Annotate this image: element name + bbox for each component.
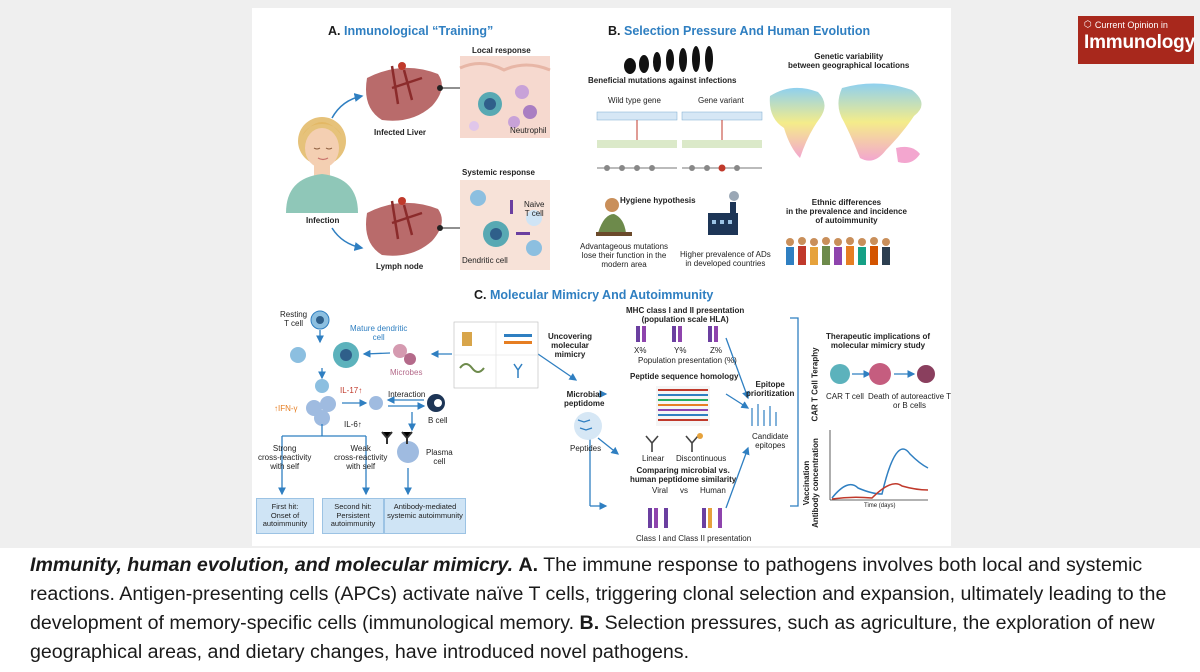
section-b-heading: Selection Pressure And Human Evolution bbox=[623, 24, 871, 38]
label-neutrophil: Neutrophil bbox=[510, 126, 547, 135]
label-gene-variant: Gene variant bbox=[698, 96, 744, 105]
journal-logo: ⬡ Current Opinion in Immunology bbox=[1078, 16, 1195, 64]
sequence-alignment bbox=[656, 386, 710, 426]
label-population: Population presentation (%) bbox=[638, 356, 737, 365]
label-interaction: Interaction bbox=[388, 390, 426, 399]
class-molecules bbox=[648, 508, 722, 528]
label-epitope: Epitope prioritization bbox=[746, 380, 795, 398]
caption-b-text: Selection pressures, such as agriculture… bbox=[30, 612, 1155, 663]
label-discontinuous: Discontinuous bbox=[676, 454, 727, 463]
label-cart: CAR T Cell Teraphy bbox=[810, 347, 820, 422]
systemic-response-tissue bbox=[460, 180, 550, 270]
figure-caption: Immunity, human evolution, and molecular… bbox=[30, 551, 1180, 667]
label-advantageous: Advantageous mutations lose their functi… bbox=[580, 242, 669, 269]
label-local-response: Local response bbox=[472, 46, 531, 55]
logo-line1: Current Opinion in bbox=[1094, 19, 1168, 30]
factory-icon bbox=[708, 191, 739, 235]
candidate-epitopes bbox=[751, 404, 777, 426]
label-beneficial-mutations: Beneficial mutations against infections bbox=[588, 76, 737, 85]
section-a-heading: Inmunological “Training” bbox=[343, 24, 494, 38]
box-antibody-mediated: Antibody-mediated systemic autoimmunity bbox=[384, 498, 466, 534]
label-homology: Peptide sequence homology bbox=[630, 372, 739, 381]
label-therapeutic: Therapeutic implications of molecular mi… bbox=[826, 332, 931, 350]
section-c-heading: Molecular Mimicry And Autoimmunity bbox=[489, 288, 714, 302]
label-infected-liver: Infected Liver bbox=[374, 128, 427, 137]
caption-a-text: The immune response to pathogens involve… bbox=[30, 554, 1167, 634]
caption-b-letter: B. bbox=[579, 612, 600, 634]
hygiene-person bbox=[596, 198, 632, 236]
label-mhc: MHC class I and II presentation (populat… bbox=[626, 306, 745, 324]
label-wild-type: Wild type gene bbox=[608, 96, 661, 105]
label-b-cell: B cell bbox=[428, 416, 448, 425]
label-time: Time (days) bbox=[864, 503, 896, 509]
label-ethnic-differences: Ethnic differences in the prevalence and… bbox=[786, 198, 907, 225]
section-c-title: C. Molecular Mimicry And Autoimmunity bbox=[474, 288, 713, 302]
label-x-percent: X% bbox=[634, 346, 647, 355]
vaccination-chart bbox=[829, 430, 929, 501]
label-microbes: Microbes bbox=[390, 368, 423, 377]
label-systemic-response: Systemic response bbox=[462, 168, 535, 177]
label-weak-cross: Weak cross-reactivity with self bbox=[334, 444, 388, 471]
label-cart-cell: CAR T cell bbox=[826, 392, 864, 401]
box-first-hit: First hit: Onset of autoimmunity bbox=[256, 498, 314, 534]
label-infection: Infection bbox=[306, 216, 340, 225]
label-linear: Linear bbox=[642, 454, 665, 463]
figure-illustration bbox=[278, 46, 935, 528]
gene-diagram-variant bbox=[681, 111, 763, 172]
section-b-letter: B. bbox=[608, 24, 621, 38]
car-t-diagram bbox=[830, 363, 935, 385]
label-y-percent: Y% bbox=[674, 346, 687, 355]
label-comparing: Comparing microbial vs. human peptidome … bbox=[630, 466, 737, 484]
box-second-hit: Second hit: Persistent autoimmunity bbox=[322, 498, 384, 534]
liver-lymph bbox=[366, 197, 442, 256]
hexagon-icon: ⬡ bbox=[1084, 19, 1092, 29]
logo-line2: Immunology bbox=[1084, 32, 1195, 53]
caption-a-letter: A. bbox=[518, 554, 539, 576]
logo-top-line: ⬡ Current Opinion in bbox=[1084, 19, 1188, 30]
label-peptides: Peptides bbox=[570, 444, 602, 453]
label-lymph-node: Lymph node bbox=[376, 262, 424, 271]
immune-cells-c bbox=[290, 310, 445, 463]
mimicry-panels bbox=[453, 321, 539, 389]
label-genetic-variability: Genetic variability between geographical… bbox=[788, 52, 910, 70]
world-map bbox=[769, 83, 922, 163]
evolution-silhouettes bbox=[624, 46, 713, 74]
label-classes: Class I and Class II presentation bbox=[636, 534, 752, 543]
label-resting-t-cell: Resting T cell bbox=[280, 310, 308, 328]
section-c-letter: C. bbox=[474, 288, 487, 302]
mhc-molecules bbox=[636, 326, 718, 342]
label-strong-cross: Strong cross-reactivity with self bbox=[258, 444, 312, 471]
people-row bbox=[786, 237, 890, 265]
label-plasma-cell: Plasma cell bbox=[426, 448, 453, 466]
label-higher-prevalence: Higher prevalence of ADs in developed co… bbox=[680, 250, 771, 268]
peptides-icon bbox=[574, 412, 602, 440]
local-response-tissue bbox=[459, 56, 551, 138]
label-z-percent: Z% bbox=[710, 346, 722, 355]
section-b-title: B. Selection Pressure And Human Evolutio… bbox=[608, 24, 870, 38]
label-il17: IL-17↑ bbox=[340, 386, 363, 395]
liver-infected bbox=[366, 62, 442, 121]
figure-panel: A. Inmunological “Training” B. Selection… bbox=[252, 8, 951, 546]
label-vaccination: Vaccination Antibody concentration bbox=[801, 438, 820, 528]
section-a-letter: A. bbox=[328, 24, 341, 38]
antibody-icons bbox=[645, 433, 703, 452]
section-a-title: A. Inmunological “Training” bbox=[328, 24, 493, 38]
label-microbial-peptidome: Microbial peptidome bbox=[564, 390, 605, 408]
gene-diagram-wild bbox=[596, 111, 678, 171]
label-viral: Viral bbox=[652, 486, 668, 495]
label-vs: vs bbox=[680, 486, 688, 495]
label-ifn: ↑IFN-γ bbox=[274, 404, 298, 413]
label-death: Death of autoreactive T or B cells bbox=[868, 392, 951, 410]
label-naive-t-cell: Naive T cell bbox=[524, 200, 545, 218]
label-mature-dendritic: Mature dendritic cell bbox=[350, 324, 408, 342]
label-hygiene: Hygiene hypothesis bbox=[620, 196, 696, 205]
label-dendritic-cell: Dendritic cell bbox=[462, 256, 508, 265]
label-uncovering: Uncovering molecular mimicry bbox=[548, 332, 593, 359]
label-candidate: Candidate epitopes bbox=[752, 432, 789, 450]
woman-illustration bbox=[286, 117, 358, 213]
label-il6: IL-6↑ bbox=[344, 420, 362, 429]
label-human: Human bbox=[700, 486, 726, 495]
caption-lead: Immunity, human evolution, and molecular… bbox=[30, 554, 514, 576]
